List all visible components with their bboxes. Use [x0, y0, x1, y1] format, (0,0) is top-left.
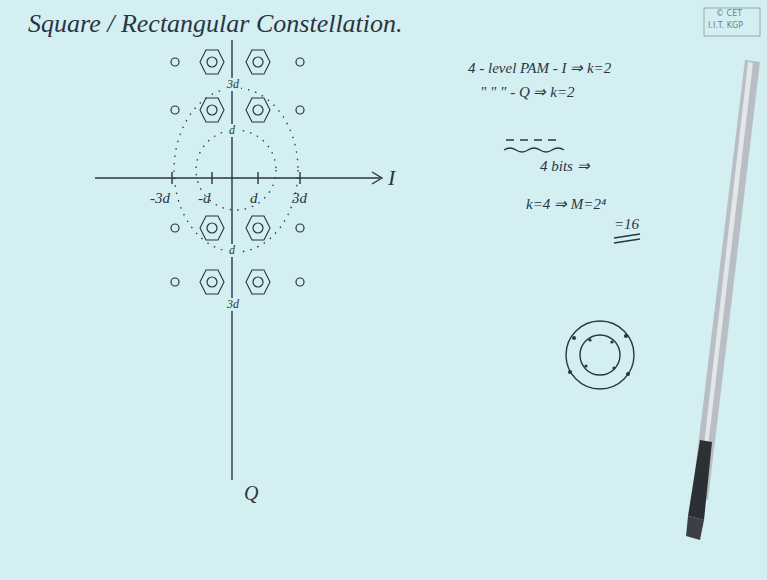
watermark: © CET [716, 10, 742, 19]
note-text: 4 bits ⇒ [540, 158, 590, 175]
tick-label: 3d [225, 78, 241, 91]
note-text: =16 [614, 216, 639, 233]
tick-label: 3d [292, 190, 307, 207]
tick-label: d [250, 190, 258, 207]
note-text: " " " - Q ⇒ k=2 [480, 84, 575, 101]
watermark: I.I.T. KGP [708, 22, 743, 31]
note-text: k=4 ⇒ M=2⁴ [526, 196, 606, 213]
axis-label: I [388, 166, 395, 190]
tick-label: d [227, 244, 237, 257]
tick-label: -d [198, 190, 211, 207]
tick-label: d [227, 124, 237, 137]
note-text: 4 - level PAM - I ⇒ k=2 [468, 60, 611, 77]
tick-label: -3d [150, 190, 170, 207]
tick-label: 3d [225, 298, 241, 311]
slide-title: Square / Rectangular Constellation. [28, 10, 403, 39]
axis-label: Q [244, 482, 258, 504]
